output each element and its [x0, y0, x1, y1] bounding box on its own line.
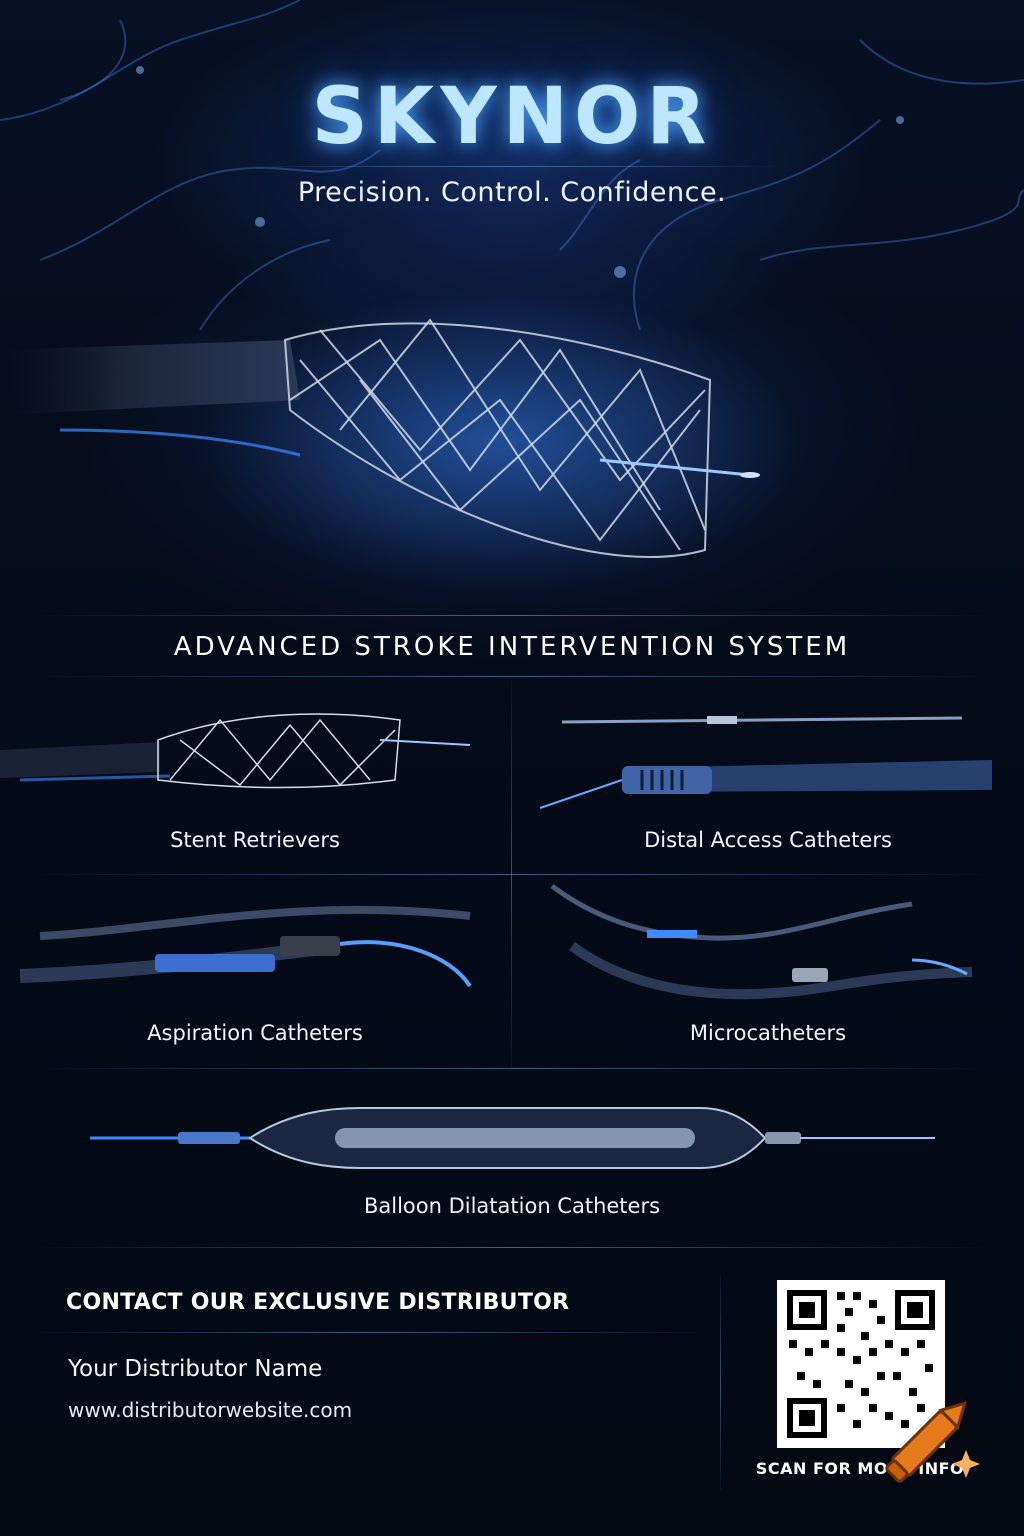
- aspiration-catheter-image: [19, 905, 472, 988]
- header-divider: [240, 166, 784, 167]
- product-card-stent-retrievers: Stent Retrievers: [0, 680, 510, 872]
- section-divider-bottom: [30, 676, 994, 677]
- brand-logo-text: SKYNOR: [311, 72, 713, 162]
- product-label: Distal Access Catheters: [644, 828, 892, 852]
- contact-divider-top: [30, 1247, 994, 1248]
- product-label: Aspiration Catheters: [147, 1021, 363, 1045]
- tagline: Precision. Control. Confidence.: [297, 177, 727, 208]
- crayon-sparkle-icon: [885, 1401, 980, 1483]
- distal-access-catheter-image: [539, 716, 992, 809]
- balloon-catheter-image: [90, 1107, 935, 1169]
- microcatheter-image: [550, 883, 973, 1000]
- qr-code[interactable]: [777, 1280, 945, 1448]
- product-label: Balloon Dilatation Catheters: [363, 1194, 661, 1218]
- contact-title: CONTACT OUR EXCLUSIVE DISTRIBUTOR: [66, 1290, 570, 1315]
- distributor-website-link[interactable]: www.distributorwebsite.com: [68, 1398, 353, 1422]
- grid-divider-horizontal: [30, 1068, 994, 1069]
- product-card-balloon-dilatation-catheters: Balloon Dilatation Catheters: [0, 1072, 1024, 1242]
- qr-pattern: [787, 1290, 935, 1438]
- contact-divider-vertical: [720, 1275, 721, 1490]
- product-card-aspiration-catheters: Aspiration Catheters: [0, 876, 510, 1068]
- contact-underline: [30, 1332, 710, 1333]
- stent-retriever-image: [0, 713, 471, 789]
- product-card-microcatheters: Microcatheters: [512, 876, 1024, 1068]
- hero-stent-image: [0, 290, 800, 590]
- product-label: Microcatheters: [689, 1021, 847, 1045]
- distributor-name: Your Distributor Name: [68, 1356, 323, 1382]
- neural-background: [0, 0, 1024, 330]
- product-card-distal-access-catheters: Distal Access Catheters: [512, 680, 1024, 872]
- section-divider-top: [30, 615, 994, 616]
- grid-divider-horizontal: [30, 874, 994, 875]
- product-label: Stent Retrievers: [170, 828, 340, 852]
- section-title: ADVANCED STROKE INTERVENTION SYSTEM: [173, 632, 851, 662]
